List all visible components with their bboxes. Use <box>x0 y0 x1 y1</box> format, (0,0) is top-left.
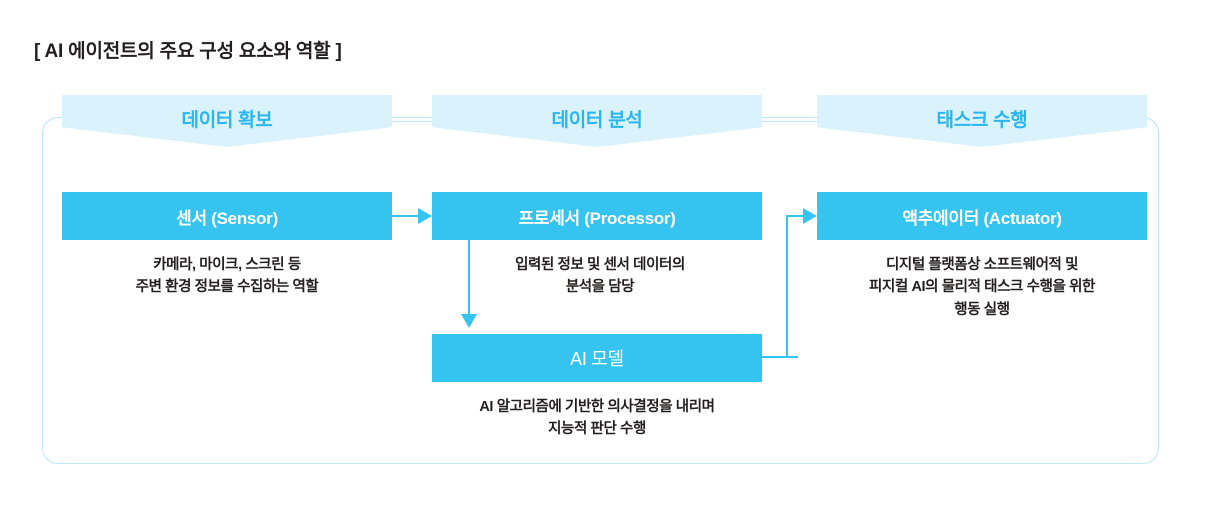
caption-ai-model: AI 알고리즘에 기반한 의사결정을 내리며 지능적 판단 수행 <box>412 396 782 441</box>
phase-banner-label: 데이터 확보 <box>181 110 273 131</box>
caption-line: 지능적 판단 수행 <box>548 421 646 438</box>
caption-actuator: 디지털 플랫폼상 소프트웨어적 및 피지컬 AI의 물리적 태스크 수행을 위한… <box>817 254 1147 321</box>
arrow-ai-model-to-actuator-segment <box>786 215 789 358</box>
caption-processor: 입력된 정보 및 센서 데이터의 분석을 담당 <box>440 254 760 299</box>
banner-divider-line <box>392 121 432 123</box>
arrowhead-right-icon <box>803 208 817 224</box>
page-title: [ AI 에이전트의 주요 구성 요소와 역할 ] <box>34 41 342 62</box>
caption-line: 카메라, 마이크, 스크린 등 <box>153 257 301 273</box>
node-processor: 프로세서 (Processor) <box>432 192 762 240</box>
arrow-sensor-to-processor-line <box>392 215 422 218</box>
node-actuator-label: 액추에이터 (Actuator) <box>902 208 1062 228</box>
arrow-processor-to-ai-model-line <box>468 240 471 318</box>
caption-line: 입력된 정보 및 센서 데이터의 <box>515 257 685 273</box>
node-sensor-label: 센서 (Sensor) <box>176 208 278 228</box>
phase-banner-label: 데이터 분석 <box>551 110 643 131</box>
node-ai-model: AI 모델 <box>432 334 762 382</box>
arrowhead-down-icon <box>461 314 477 328</box>
node-ai-model-label: AI 모델 <box>570 349 624 369</box>
node-actuator: 액추에이터 (Actuator) <box>817 192 1147 240</box>
node-processor-label: 프로세서 (Processor) <box>518 208 676 228</box>
phase-banner-label: 태스크 수행 <box>936 110 1028 131</box>
arrow-ai-model-to-actuator-segment <box>786 215 808 218</box>
caption-line: 행동 실행 <box>954 301 1010 318</box>
arrow-ai-model-to-actuator-segment <box>762 356 798 359</box>
caption-sensor: 카메라, 마이크, 스크린 등 주변 환경 정보를 수집하는 역할 <box>62 254 392 299</box>
caption-line: 주변 환경 정보를 수집하는 역할 <box>135 279 319 296</box>
caption-line: 디지털 플랫폼상 소프트웨어적 및 <box>885 257 1079 273</box>
arrowhead-right-icon <box>418 208 432 224</box>
caption-line: 피지컬 AI의 물리적 태스크 수행을 위한 <box>869 279 1095 296</box>
node-sensor: 센서 (Sensor) <box>62 192 392 240</box>
caption-line: AI 알고리즘에 기반한 의사결정을 내리며 <box>479 399 715 415</box>
banner-divider-line <box>762 121 817 123</box>
caption-line: 분석을 담당 <box>565 279 635 296</box>
